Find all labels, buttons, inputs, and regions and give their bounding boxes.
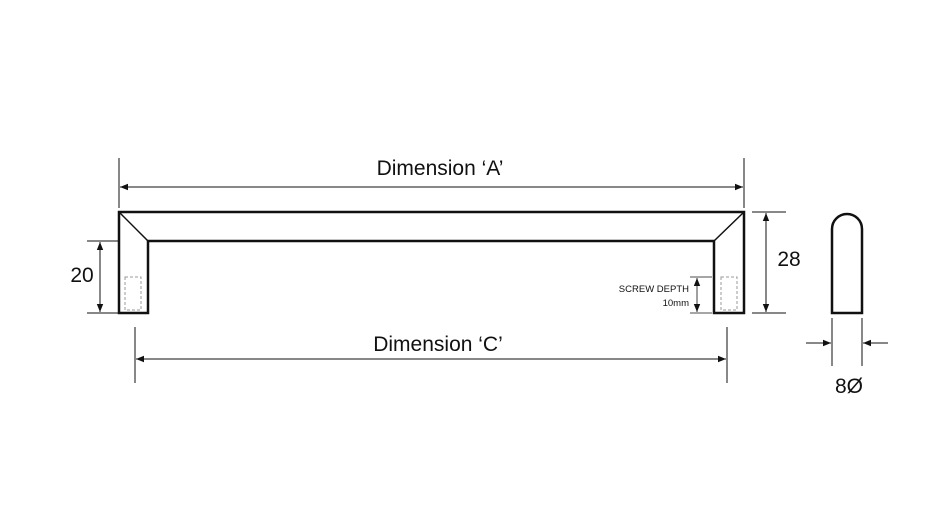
height-28-label: 28: [777, 248, 800, 271]
dimension-c-label: Dimension ‘C’: [373, 333, 503, 356]
handle-right-miter: [713, 211, 745, 242]
dimension-c-group: Dimension ‘C’: [134, 327, 728, 383]
height-20-group: 20: [70, 240, 118, 314]
handle-left-miter: [118, 211, 149, 242]
height-28-group: 28: [752, 211, 801, 314]
screw-hole-left: [124, 276, 142, 311]
screw-depth-title: SCREW DEPTH: [619, 284, 689, 295]
handle-side-view: [830, 212, 864, 315]
handle-front-view: [117, 210, 746, 315]
height-20-label: 20: [70, 264, 93, 287]
diameter-group: 8Ø: [806, 318, 888, 398]
dimension-a-label: Dimension ‘A’: [377, 157, 504, 180]
handle-outline: [117, 210, 746, 315]
diameter-label: 8Ø: [835, 375, 863, 398]
screw-hole-right: [720, 276, 738, 311]
screw-depth-group: SCREW DEPTH 10mm: [619, 276, 712, 314]
screw-depth-value: 10mm: [663, 298, 689, 309]
handle-side-profile: [830, 212, 864, 315]
dimension-a-group: Dimension ‘A’: [118, 157, 745, 208]
